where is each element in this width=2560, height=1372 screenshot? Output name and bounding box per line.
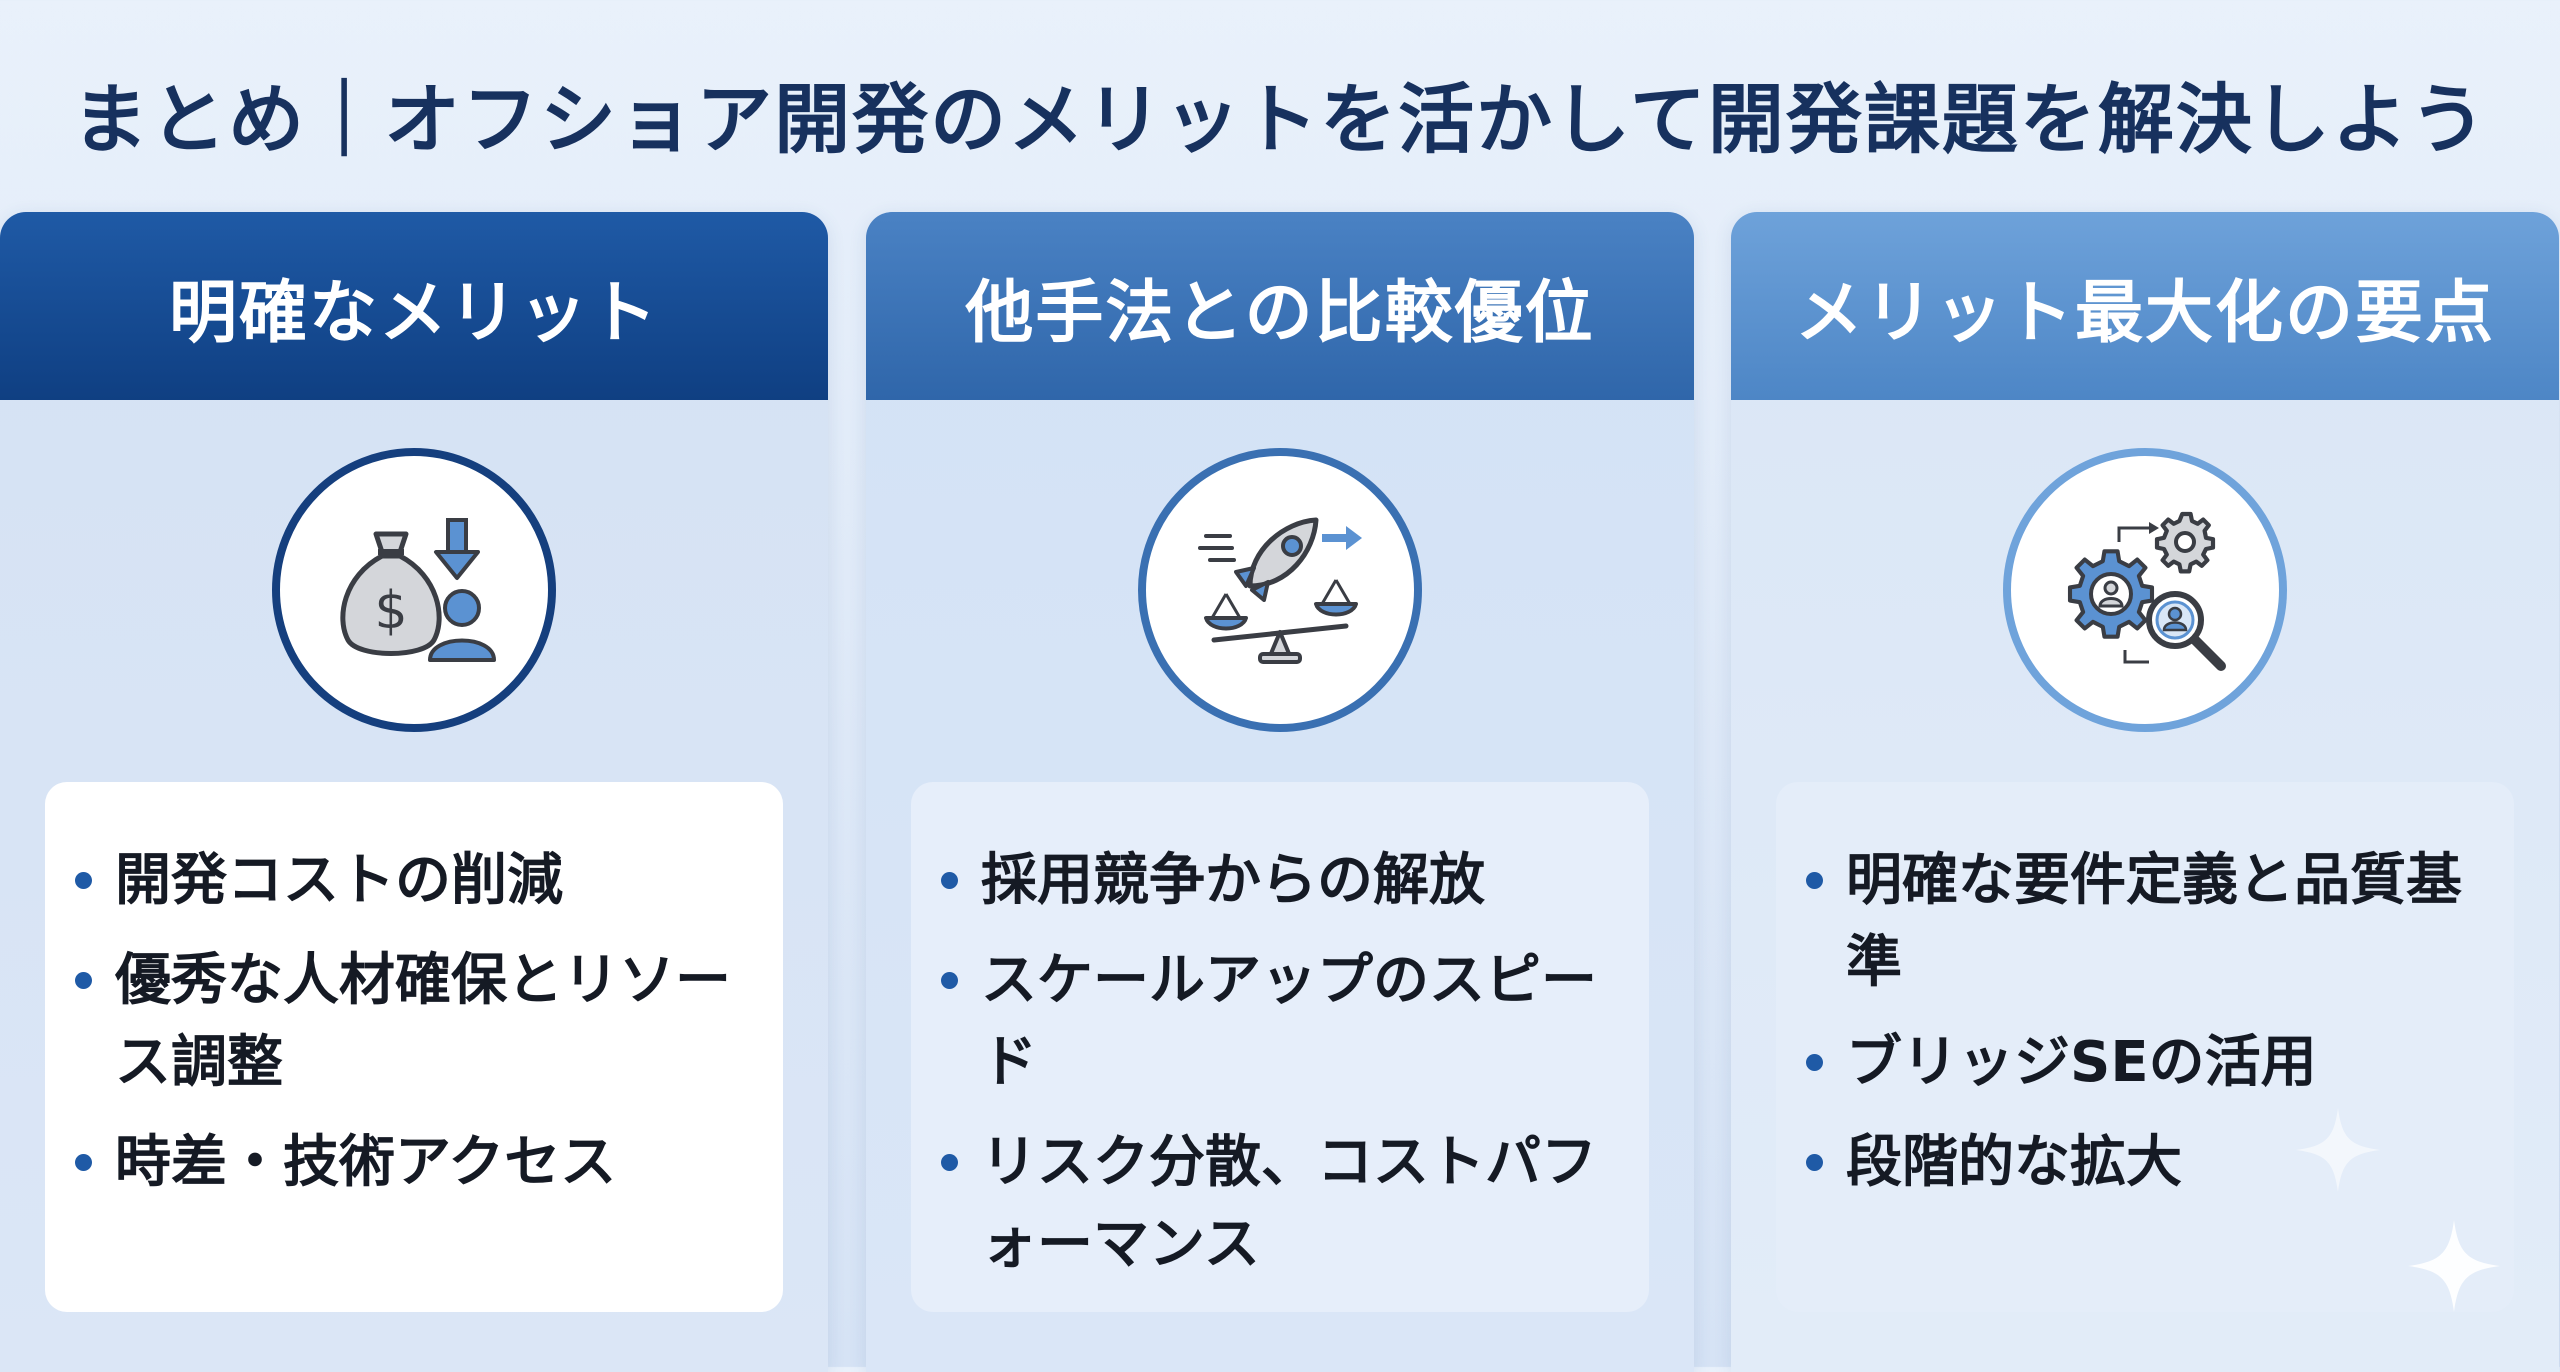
list-item: 開発コストの削減: [75, 840, 753, 922]
list-item: リスク分散、コストパフォーマンス: [941, 1122, 1619, 1286]
column-heading: 明確なメリット: [0, 212, 828, 400]
merit-list: 開発コストの削減 優秀な人材確保とリソース調整 時差・技術アクセス: [75, 840, 753, 1204]
column-heading: メリット最大化の要点: [1731, 212, 2559, 400]
list-item: スケールアップのスピード: [941, 940, 1619, 1104]
svg-text:$: $: [374, 581, 407, 641]
comparison-list: 採用競争からの解放 スケールアップのスピード リスク分散、コストパフォーマンス: [941, 840, 1619, 1286]
money-bag-person-icon: $: [272, 448, 556, 732]
points-card: 明確な要件定義と品質基準 ブリッジSEの活用 段階的な拡大: [1776, 782, 2514, 1312]
gears-magnifier-icon: [2003, 448, 2287, 732]
list-item: 明確な要件定義と品質基準: [1806, 840, 2484, 1004]
list-item: 段階的な拡大: [1806, 1122, 2484, 1204]
sparkle-icon: [2296, 1108, 2380, 1192]
merit-card: 開発コストの削減 優秀な人材確保とリソース調整 時差・技術アクセス: [45, 782, 783, 1312]
list-item: 採用競争からの解放: [941, 840, 1619, 922]
column-heading: 他手法との比較優位: [866, 212, 1694, 400]
list-item: ブリッジSEの活用: [1806, 1022, 2484, 1104]
sparkle-icon: [2408, 1220, 2500, 1312]
column-merits: 明確なメリット $ 開発コストの削減 優秀な人材確保とリソース調整 時差・技術ア…: [0, 212, 828, 1372]
page-title: まとめ｜オフショア開発のメリットを活かして開発課題を解決しよう: [72, 75, 2488, 164]
column-comparison: 他手法との比較優位: [866, 212, 1694, 1372]
list-item: 優秀な人材確保とリソース調整: [75, 940, 753, 1104]
rocket-scale-icon: [1138, 448, 1422, 732]
column-maximization: メリット最大化の要点: [1731, 212, 2559, 1372]
list-item: 時差・技術アクセス: [75, 1122, 753, 1204]
comparison-card: 採用競争からの解放 スケールアップのスピード リスク分散、コストパフォーマンス: [911, 782, 1649, 1312]
points-list: 明確な要件定義と品質基準 ブリッジSEの活用 段階的な拡大: [1806, 840, 2484, 1204]
